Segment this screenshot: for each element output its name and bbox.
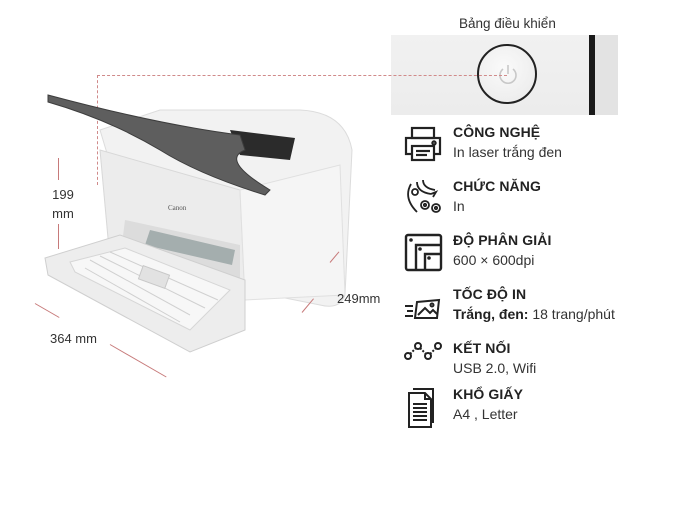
feature-value: In: [453, 198, 465, 214]
gears-flow-icon: [407, 179, 441, 213]
feature-title: KHỔ GIẤY: [453, 386, 524, 402]
printer-icon: [404, 126, 442, 162]
depth-dimension-label: 249mm: [337, 291, 381, 306]
power-button[interactable]: [477, 44, 537, 104]
control-panel-edge: [595, 35, 618, 115]
resolution-icon: [404, 233, 443, 272]
feature-print-speed: TỐC ĐỘ IN Trắng, đen: 18 trang/phút: [403, 286, 683, 336]
height-dimension-line-bottom: [58, 224, 59, 249]
connection-icon: [404, 342, 442, 360]
feature-value: 600 × 600dpi: [453, 252, 535, 268]
printer-image: Canon: [44, 94, 353, 353]
control-panel-divider: [589, 35, 595, 115]
feature-resolution: ĐỘ PHÂN GIẢI 600 × 600dpi: [403, 232, 683, 282]
paper-document-icon: [408, 388, 434, 428]
height-dimension-line-top: [58, 158, 59, 180]
height-unit: mm: [52, 206, 74, 221]
feature-paper-size: KHỔ GIẤY A4 , Letter: [403, 386, 683, 436]
callout-line-vertical: [97, 75, 98, 185]
feature-title: ĐỘ PHÂN GIẢI: [453, 232, 552, 248]
height-value: 199: [52, 187, 74, 202]
feature-title: CÔNG NGHỆ: [453, 124, 541, 140]
feature-title: TỐC ĐỘ IN: [453, 286, 527, 302]
feature-title: CHỨC NĂNG: [453, 178, 541, 194]
feature-value-label: Trắng, đen:: [453, 306, 529, 322]
feature-technology: CÔNG NGHỆ In laser trắng đen: [403, 124, 683, 174]
feature-value: A4 , Letter: [453, 406, 518, 422]
callout-line-horizontal: [97, 75, 507, 76]
height-dimension-label: 199 mm: [48, 185, 78, 223]
feature-value: USB 2.0, Wifi: [453, 360, 537, 376]
feature-value: In laser trắng đen: [453, 144, 562, 160]
control-panel-caption: Bảng điều khiển: [459, 16, 556, 31]
feature-value: Trắng, đen: 18 trang/phút: [453, 306, 615, 322]
print-speed-icon: [405, 298, 441, 319]
feature-connection: KẾT NỐI USB 2.0, Wifi: [403, 340, 683, 390]
width-dimension-label: 364 mm: [50, 331, 97, 346]
brand-logo: Canon: [168, 204, 187, 212]
feature-title: KẾT NỐI: [453, 340, 511, 356]
power-icon: [499, 65, 517, 84]
feature-value-text: 18 trang/phút: [532, 306, 615, 322]
feature-function: CHỨC NĂNG In: [403, 178, 683, 228]
